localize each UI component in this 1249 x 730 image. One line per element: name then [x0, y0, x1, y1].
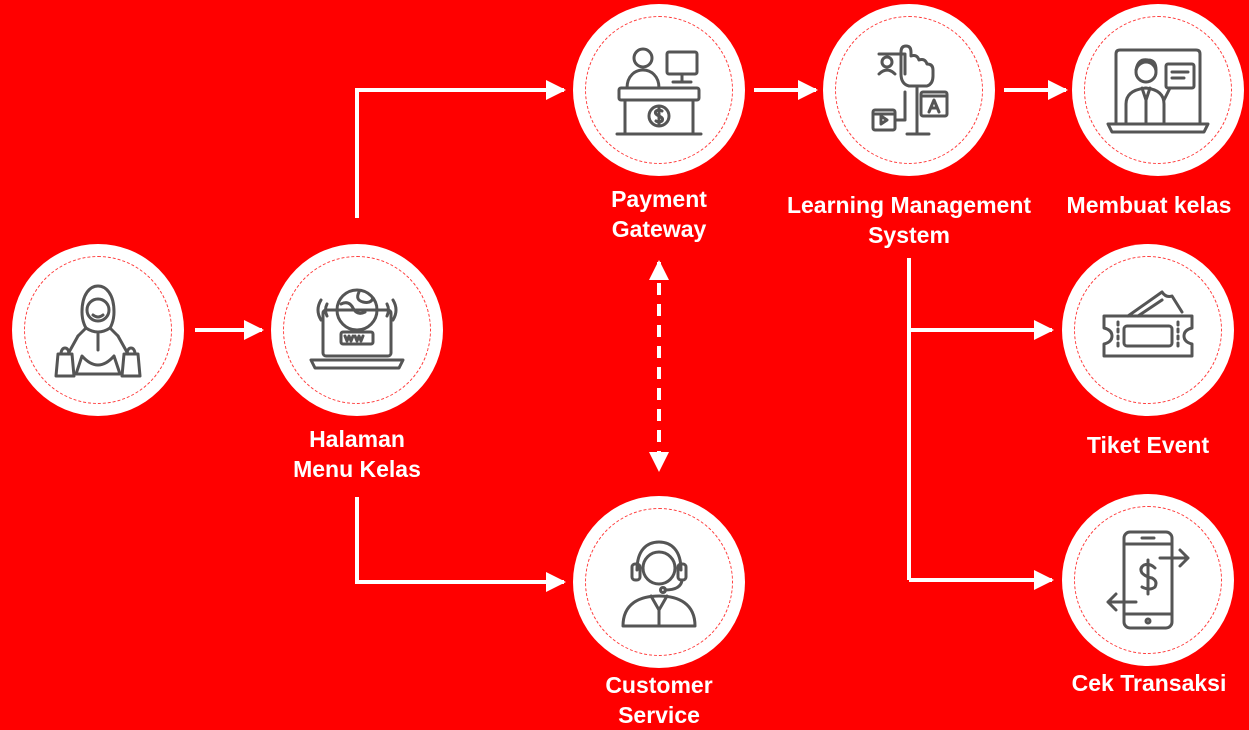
- halaman-menu-kelas-node: [271, 244, 443, 416]
- tiket-event-label: Tiket Event: [1086, 432, 1210, 458]
- payment-gateway-label: Payment Gateway: [611, 186, 707, 242]
- tiket-event-node: [1062, 244, 1234, 416]
- connector-halaman-to-customer-service: [355, 497, 566, 592]
- halaman-menu-kelas-label: Halaman Menu Kelas: [293, 426, 421, 482]
- presenter-screen-icon: [1106, 48, 1210, 134]
- customer-node: [12, 244, 184, 416]
- cek-transaksi-node: [1062, 494, 1234, 666]
- learning-management-system-label: Learning Management System: [786, 192, 1032, 248]
- customer-service-node: [573, 496, 745, 668]
- customer-service-label: Customer Service: [605, 672, 713, 728]
- membuat-kelas-node: [1072, 4, 1244, 176]
- connector-halaman-to-payment: [355, 80, 566, 218]
- membuat-kelas-label: Membuat kelas: [1066, 192, 1232, 218]
- hand-drag-drop-icon: [871, 44, 949, 136]
- ticket-icon: [1102, 290, 1194, 358]
- laptop-globe-icon: [309, 288, 405, 370]
- shopper-icon: [54, 284, 142, 378]
- learning-management-system-node: [823, 4, 995, 176]
- payment-gateway-node: [573, 4, 745, 176]
- headset-agent-icon: [621, 540, 697, 628]
- phone-dollar-transfer-icon: [1106, 530, 1190, 630]
- cek-transaksi-label: Cek Transaksi: [1071, 670, 1227, 696]
- cashier-icon: [615, 47, 703, 136]
